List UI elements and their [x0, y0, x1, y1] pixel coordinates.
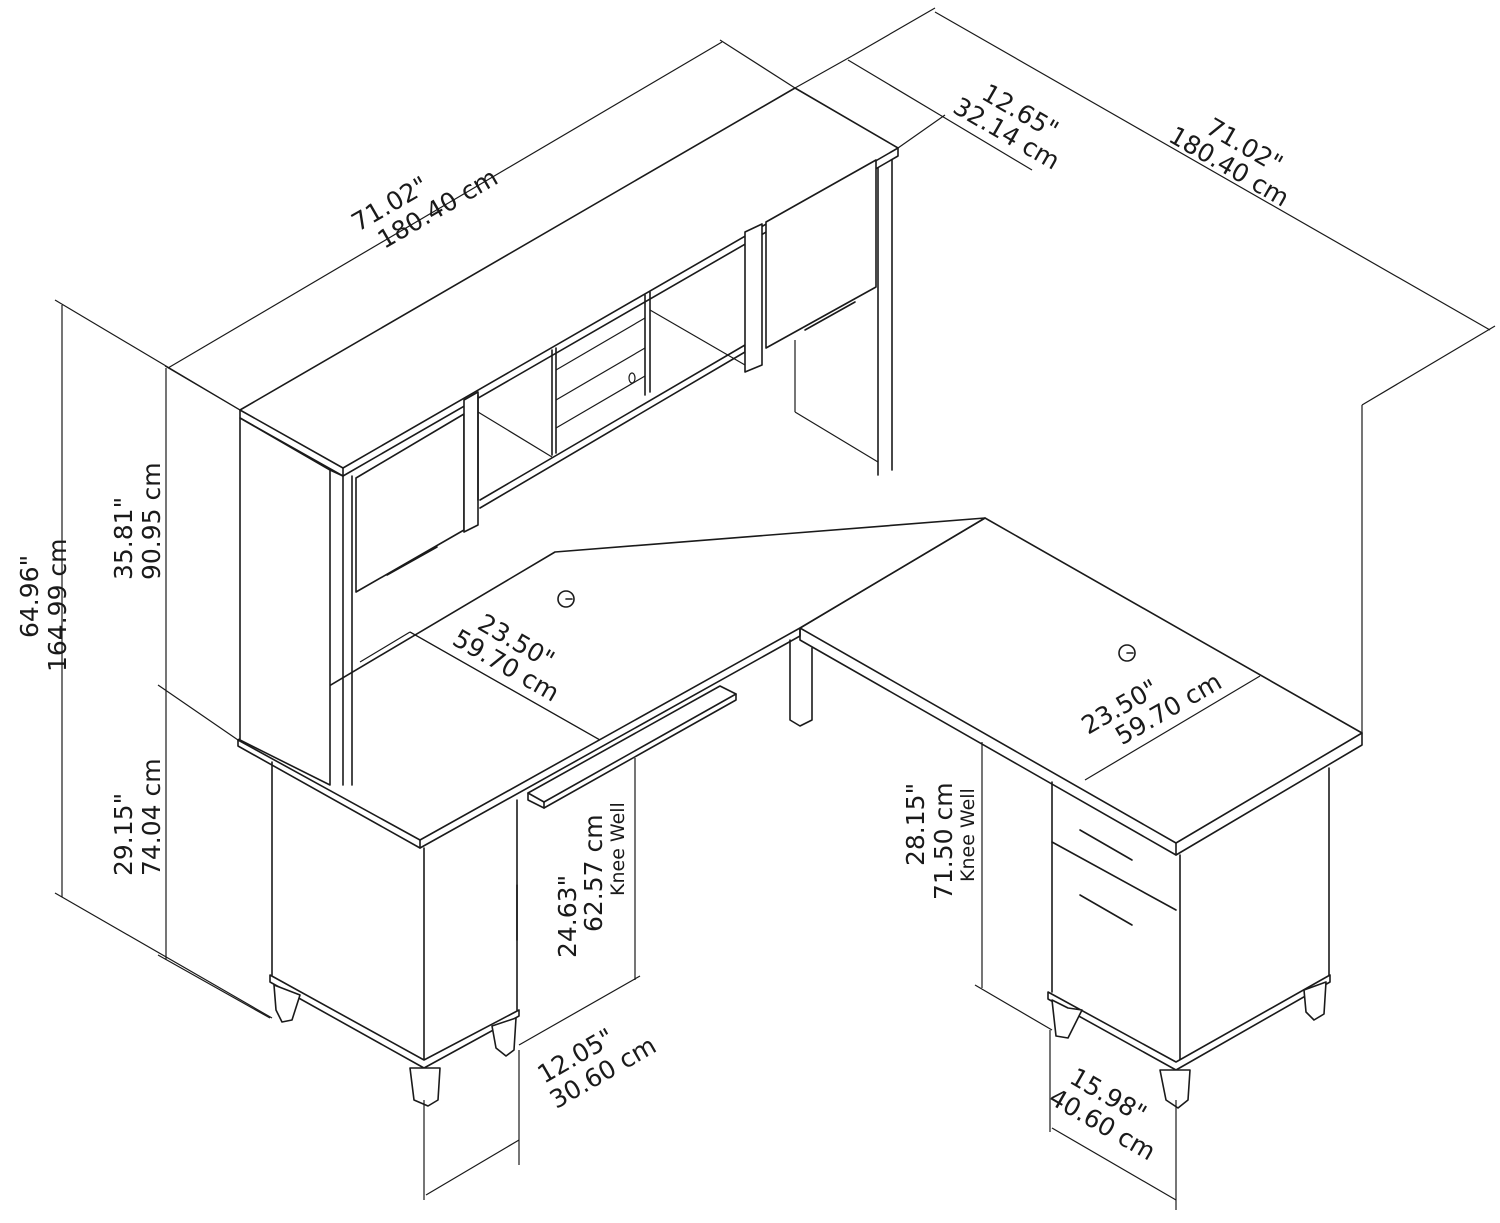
label-hutch-height: 35.81" 90.95 cm — [109, 462, 166, 580]
keyboard-tray — [527, 685, 737, 809]
label-cabinet-width: 12.05" 30.60 cm — [533, 1023, 662, 1115]
hutch — [239, 87, 899, 786]
return-pedestal — [1047, 767, 1331, 1109]
label-pedestal-width: 15.98" 40.60 cm — [1044, 1062, 1160, 1166]
svg-text:164.99 cm: 164.99 cm — [43, 538, 72, 672]
svg-text:35.81": 35.81" — [109, 497, 138, 580]
label-hutch-width: 71.02" 180.40 cm — [347, 163, 503, 255]
svg-text:28.15": 28.15" — [901, 783, 930, 866]
svg-text:64.96": 64.96" — [15, 555, 44, 638]
return-desk — [789, 517, 1363, 1109]
main-desktop — [237, 517, 986, 841]
grommet-main-icon — [557, 590, 575, 608]
left-storage-cabinet — [269, 761, 520, 1107]
svg-text:Knee Well: Knee Well — [607, 802, 629, 896]
dimension-lines — [54, 7, 1496, 1210]
label-return-length: 71.02" 180.40 cm — [1164, 112, 1294, 212]
svg-text:24.63": 24.63" — [553, 875, 582, 958]
svg-text:71.50 cm: 71.50 cm — [929, 782, 958, 900]
svg-text:Knee Well: Knee Well — [957, 788, 979, 882]
label-desk-height: 29.15" 74.04 cm — [109, 758, 166, 876]
svg-text:29.15": 29.15" — [109, 793, 138, 876]
main-desk — [237, 517, 986, 1107]
svg-text:90.95 cm: 90.95 cm — [137, 462, 166, 580]
svg-text:74.04 cm: 74.04 cm — [137, 758, 166, 876]
svg-text:62.57 cm: 62.57 cm — [579, 814, 608, 932]
label-hutch-depth: 12.65" 32.14 cm — [948, 78, 1064, 175]
label-knee-well-return: 28.15" 71.50 cm Knee Well — [901, 782, 979, 900]
label-knee-well-main: 24.63" 62.57 cm Knee Well — [553, 802, 629, 958]
grommet-return-icon — [1118, 644, 1136, 662]
label-total-height: 64.96" 164.99 cm — [15, 538, 72, 672]
hutch-right-door — [765, 159, 877, 349]
